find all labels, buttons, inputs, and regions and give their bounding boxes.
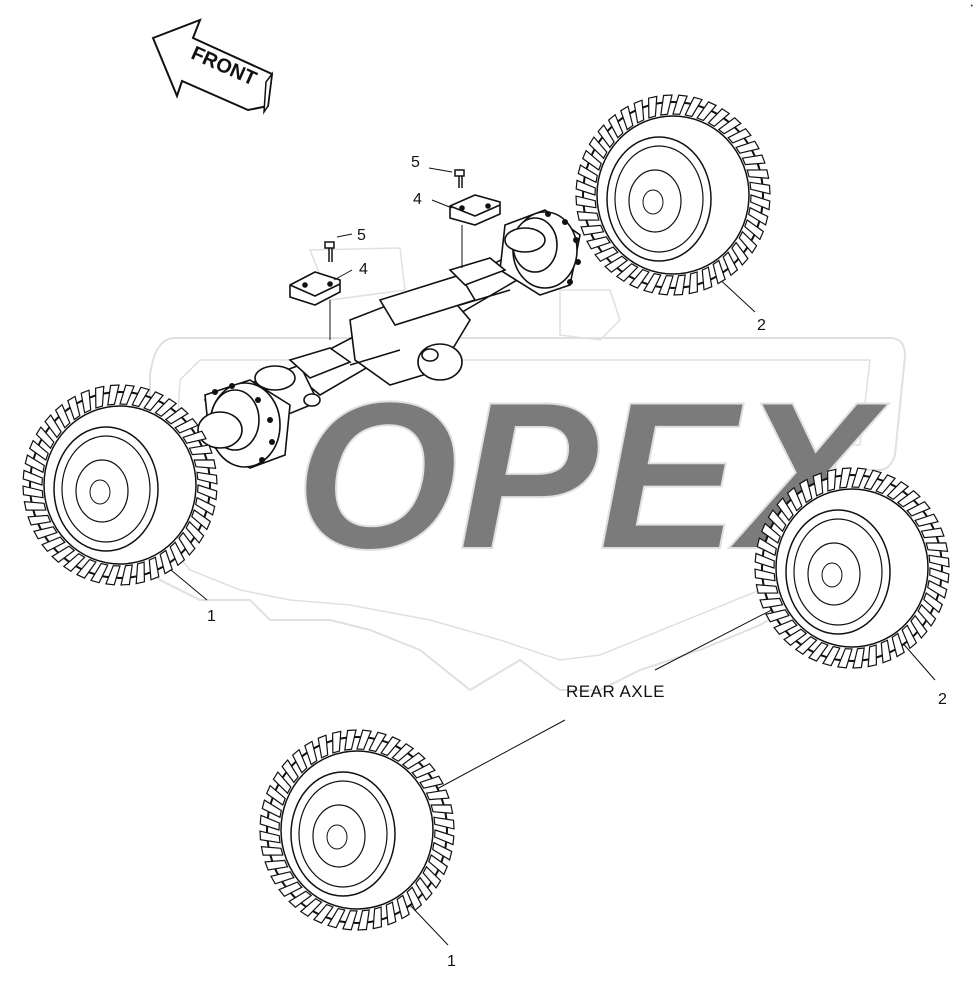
corner-mark: •: [970, 3, 973, 10]
tire-rear-left: [259, 729, 455, 932]
axle-icon: [197, 209, 581, 469]
callout-5-upper-left: 5: [357, 227, 366, 244]
callout-2-rear: 2: [938, 691, 947, 708]
assembly-caption: REAR AXLE: [566, 682, 665, 701]
front-arrow-icon: FRONT: [151, 18, 274, 115]
callout-2-front: 2: [757, 317, 766, 334]
callout-4-right: 4: [413, 191, 422, 208]
callout-1-rear: 1: [447, 953, 456, 970]
callout-4-left: 4: [359, 261, 368, 278]
bolt-icon: [324, 169, 465, 262]
tire-front-right: [575, 94, 771, 297]
cap-plate-icon: [289, 194, 501, 306]
tire-front-left: [22, 384, 218, 587]
callout-1-front: 1: [207, 608, 216, 625]
callout-5-upper-right: 5: [411, 154, 420, 171]
